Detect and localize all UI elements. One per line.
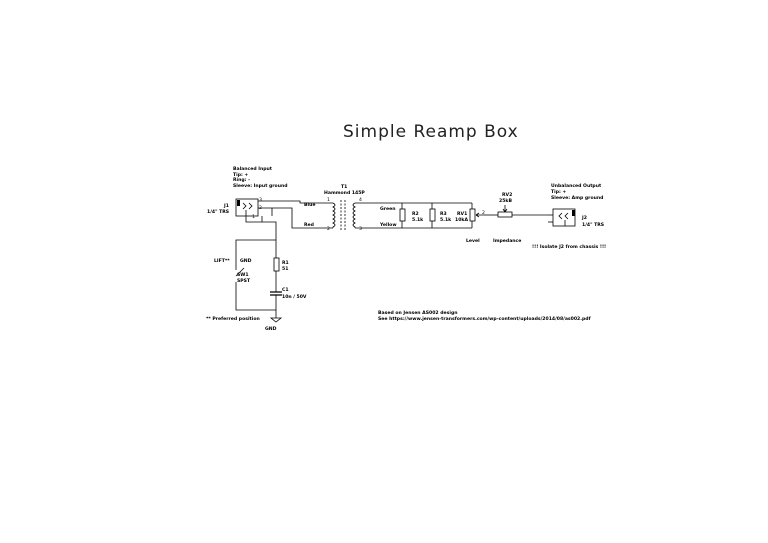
input-note-2: Tip: + <box>233 172 248 178</box>
j2-ref: J2 <box>581 215 587 221</box>
isolate-note: !!! Isolate J2 from chassis !!! <box>532 244 606 250</box>
gnd-label-bottom: GND <box>265 326 277 332</box>
r1-value: 51 <box>282 266 288 272</box>
sw1-ref: SW1 <box>237 272 249 278</box>
diagram-title: Simple Reamp Box <box>343 122 519 142</box>
sw1-type: SPST <box>237 278 251 284</box>
wire-green-label: Green <box>380 206 396 212</box>
level-label: Level <box>466 238 480 244</box>
r2-resistor <box>399 203 406 228</box>
lift-label: LIFT** <box>214 258 230 264</box>
r1-ref: R1 <box>282 260 289 266</box>
t1-pin-2: 2 <box>327 226 330 232</box>
r3-ref: R3 <box>440 211 447 217</box>
r2-ref: R2 <box>412 211 419 217</box>
rv1-pin-2: 2 <box>482 210 485 216</box>
r3-value: 5.1k <box>440 217 452 223</box>
rv2-ref: RV2 <box>502 192 512 198</box>
output-note-1: Unbalanced Output <box>551 183 602 189</box>
wire-yellow-label: Yellow <box>379 222 397 228</box>
j1-type: 1/4" TRS <box>207 209 229 215</box>
rv1-value: 10kA <box>455 217 468 223</box>
j1-pin-3: 3 <box>259 197 262 203</box>
input-note-1: Balanced Input <box>233 166 273 172</box>
c1-ref: C1 <box>282 287 289 293</box>
j1-ref: J1 <box>223 203 229 209</box>
t1-pin-3: 3 <box>359 226 362 232</box>
gnd-label-top: GND <box>240 258 252 264</box>
rv1-potentiometer <box>469 203 484 228</box>
secondary-bus <box>380 202 472 229</box>
input-note-4: Sleeve: Input ground <box>233 183 288 189</box>
input-note-3: Ring: - <box>233 177 250 183</box>
credit-line-2: See https://www.jensen-transformers.com/… <box>378 316 592 322</box>
wire-red-label: Red <box>304 222 314 228</box>
preferred-note: ** Preferred position <box>206 316 260 322</box>
wire-blue-label: Blue <box>304 202 315 208</box>
ground-lift-wiring <box>235 239 283 323</box>
j1-connector <box>235 198 259 217</box>
output-note-3: Sleeve: Amp ground <box>551 195 603 201</box>
t1-ref: T1 <box>341 184 347 190</box>
c1-value: 10n / 50V <box>282 294 307 300</box>
j2-type: 1/4" TRS <box>582 222 604 228</box>
impedance-label: Impedance <box>493 238 521 244</box>
t1-pin-1: 1 <box>327 197 330 203</box>
r3-resistor <box>429 203 436 228</box>
credit-line-1: Based on Jensen AS002 design <box>378 310 458 316</box>
rv1-ref: RV1 <box>457 211 467 217</box>
t1-transformer <box>330 200 380 231</box>
rv2-potentiometer <box>484 205 548 218</box>
r2-value: 5.1k <box>412 217 424 223</box>
j1-pin-1: 1 <box>252 214 255 220</box>
t1-pin-4: 4 <box>359 197 362 203</box>
t1-model: Hammond 145P <box>324 190 365 196</box>
output-note-2: Tip: + <box>551 189 566 195</box>
j2-connector <box>548 208 576 227</box>
rv2-value: 25kB <box>499 198 512 204</box>
input-wiring <box>245 200 330 240</box>
